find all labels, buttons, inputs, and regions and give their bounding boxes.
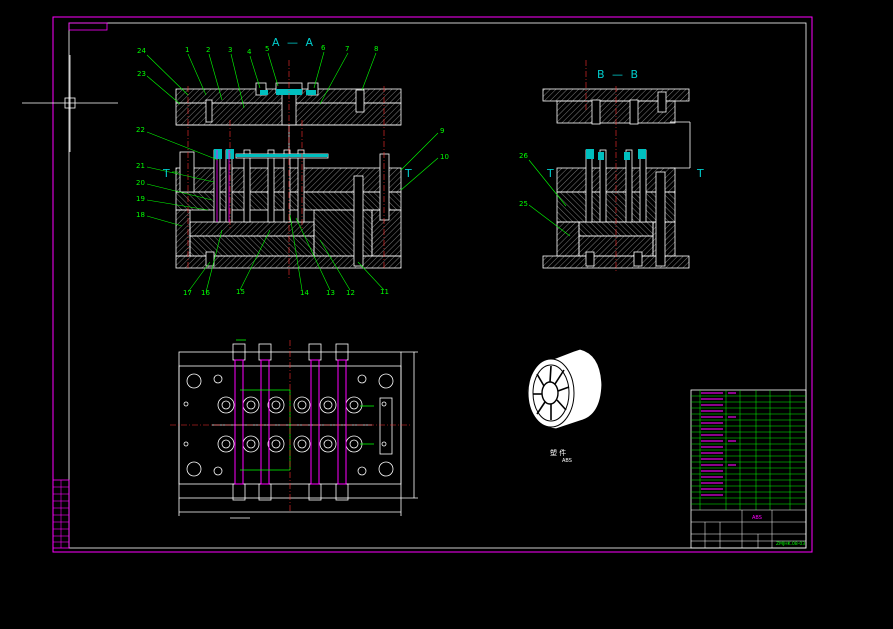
callout-26: 26	[519, 152, 528, 160]
callout-10: 10	[440, 153, 449, 161]
callout-4: 4	[247, 48, 252, 56]
callout-19: 19	[136, 195, 145, 203]
part-caption: 塑 件	[550, 448, 566, 457]
plan-view	[178, 343, 418, 519]
callout-16: 16	[201, 289, 210, 297]
callout-6: 6	[321, 44, 326, 52]
callout-8: 8	[374, 45, 378, 53]
sheet-frame	[52, 16, 813, 553]
callout-18: 18	[136, 211, 145, 219]
aa-pin-highlights	[216, 150, 230, 222]
callout-2: 2	[206, 46, 210, 54]
title-material: ABS	[752, 515, 762, 521]
plan-centerlines	[170, 340, 410, 512]
aa-leader-lines	[146, 51, 439, 293]
section-bb-view	[542, 88, 691, 269]
aa-callouts-left: 23 22 21 20 19 18	[136, 70, 146, 219]
plan-slider-highlights	[234, 359, 347, 485]
bb-cavity-highlights	[586, 149, 646, 160]
section-aa-view	[175, 82, 402, 269]
callout-5: 5	[265, 45, 269, 53]
aa-callouts-top: 24 1 2 3 4 5 6 7 8	[137, 44, 378, 56]
aa-callouts-right: 9 10	[440, 127, 449, 161]
plan-runner-highlights	[236, 339, 374, 471]
callout-20: 20	[136, 179, 145, 187]
binding-strip-table	[52, 479, 70, 549]
t-mark-bb-right: T	[696, 167, 706, 180]
callout-25: 25	[519, 200, 528, 208]
callout-11: 11	[380, 288, 389, 296]
section-label-aa: A — A	[272, 36, 315, 49]
callout-23: 23	[137, 70, 146, 78]
callout-13: 13	[326, 289, 335, 297]
part-3d-render: 塑 件 ABS	[527, 349, 602, 464]
crosshair-cursor-icon[interactable]	[22, 55, 118, 152]
title-drawing-number: ZMJHK.08-03	[776, 541, 805, 547]
callout-22: 22	[136, 126, 145, 134]
aa-centerlines	[187, 60, 385, 280]
callout-1: 1	[185, 46, 189, 54]
aa-callouts-bottom: 17 16 15 14 13 12 11	[183, 288, 389, 297]
t-mark-bb-left: T	[546, 167, 556, 180]
callout-9: 9	[440, 127, 444, 135]
section-label-bb: B — B	[597, 68, 640, 81]
callout-15: 15	[236, 288, 245, 296]
callout-14: 14	[300, 289, 309, 297]
callout-17: 17	[183, 289, 192, 297]
callout-12: 12	[346, 289, 355, 297]
bb-centerlines	[585, 60, 617, 272]
bb-leader-lines	[528, 159, 571, 237]
t-mark-right: T	[404, 167, 414, 180]
callout-24: 24	[137, 47, 146, 55]
t-mark-left: T	[162, 167, 172, 180]
callout-3: 3	[228, 46, 232, 54]
title-block: ABS ZMJHK.08-03	[690, 389, 807, 549]
callout-21: 21	[136, 162, 145, 170]
callout-7: 7	[345, 45, 349, 53]
part-material-caption: ABS	[562, 458, 572, 464]
